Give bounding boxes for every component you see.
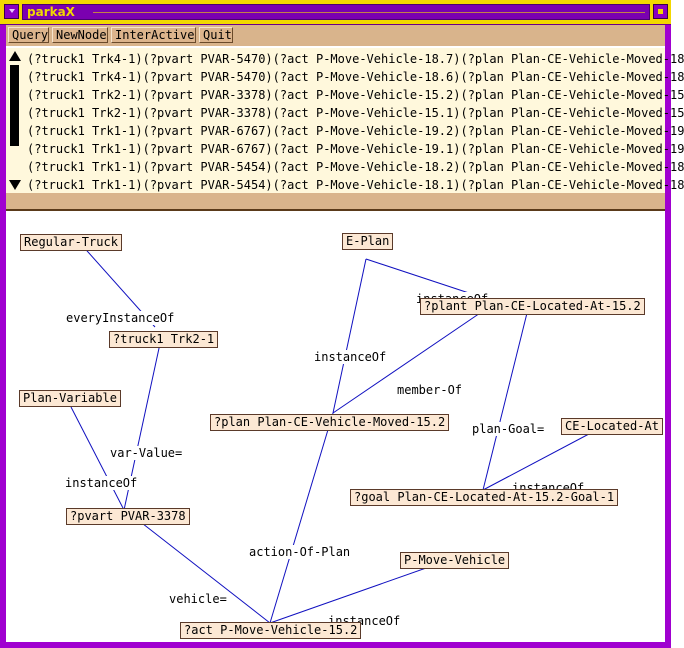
edge-label-var-value: var-Value=: [109, 446, 184, 460]
interactive-button[interactable]: InterActive: [111, 27, 196, 43]
list-item[interactable]: (?truck1 Trk4-1)(?pvart PVAR-5470)(?act …: [27, 70, 684, 84]
query-button[interactable]: Query: [8, 27, 49, 43]
list-item[interactable]: (?truck1 Trk1-1)(?pvart PVAR-6767)(?act …: [27, 142, 684, 156]
scroll-up-arrow-icon[interactable]: [9, 51, 21, 61]
list-item[interactable]: (?truck1 Trk1-1)(?pvart PVAR-5454)(?act …: [27, 178, 684, 192]
edge-plan-variable-pvart: [70, 406, 125, 511]
node-plan[interactable]: ?plan Plan-CE-Vehicle-Moved-15.2: [210, 414, 450, 431]
edge-e-plan-plan: [332, 258, 367, 414]
list-item[interactable]: (?truck1 Trk2-1)(?pvart PVAR-3378)(?act …: [27, 106, 684, 120]
edge-plant-plan: [332, 308, 487, 414]
edge-label-every-instance-of: everyInstanceOf: [65, 311, 176, 325]
pane-splitter[interactable]: [6, 193, 665, 211]
graph-edges: [70, 242, 605, 624]
list-item[interactable]: (?truck1 Trk4-1)(?pvart PVAR-5470)(?act …: [27, 52, 684, 66]
scroll-down-arrow-icon[interactable]: [9, 180, 21, 190]
edge-label-vehicle: vehicle=: [168, 592, 228, 606]
edge-label-member-of: member-Of: [396, 383, 464, 397]
window-menu-icon[interactable]: [4, 4, 19, 19]
list-item[interactable]: (?truck1 Trk1-1)(?pvart PVAR-6767)(?act …: [27, 124, 684, 138]
scroll-thumb[interactable]: [10, 65, 19, 146]
node-plant[interactable]: ?plant Plan-CE-Located-At-15.2: [420, 298, 645, 315]
edge-pvart-act: [137, 519, 271, 624]
edge-plant-goal: [482, 308, 529, 491]
edge-label-plan-goal: plan-Goal=: [471, 422, 546, 436]
node-plan-variable[interactable]: Plan-Variable: [19, 390, 121, 407]
window-title: parkaX: [27, 5, 75, 19]
node-regular-truck[interactable]: Regular-Truck: [20, 234, 122, 251]
quit-button[interactable]: Quit: [199, 27, 233, 43]
results-list[interactable]: (?truck1 Trk4-1)(?pvart PVAR-5470)(?act …: [6, 48, 684, 193]
client-area: Query NewNode InterActive Quit (?truck1 …: [6, 25, 684, 642]
node-goal[interactable]: ?goal Plan-CE-Located-At-15.2-Goal-1: [350, 489, 619, 506]
new-node-button[interactable]: NewNode: [52, 27, 108, 43]
title-rule: [93, 12, 645, 13]
edge-label-instance-of: instanceOf: [64, 476, 139, 490]
list-item[interactable]: (?truck1 Trk2-1)(?pvart PVAR-3378)(?act …: [27, 88, 684, 102]
node-act[interactable]: ?act P-Move-Vehicle-15.2: [180, 622, 362, 639]
edge-plan-act: [269, 412, 334, 624]
node-ce-located-at[interactable]: CE-Located-At: [561, 418, 663, 435]
title-bar-grip[interactable]: parkaX: [22, 4, 650, 20]
edge-label-action-of-plan: action-Of-Plan: [248, 545, 352, 559]
edge-label-instance-of: instanceOf: [313, 350, 388, 364]
list-item[interactable]: (?truck1 Trk1-1)(?pvart PVAR-5454)(?act …: [27, 160, 684, 174]
edge-ce-located-at-goal: [482, 425, 605, 491]
scrollbar[interactable]: [7, 49, 23, 192]
node-e-plan[interactable]: E-Plan: [342, 233, 394, 250]
node-pvart[interactable]: ?pvart PVAR-3378: [66, 508, 190, 525]
maximize-icon[interactable]: [653, 4, 668, 19]
result-rows: (?truck1 Trk4-1)(?pvart PVAR-5470)(?act …: [27, 50, 684, 192]
node-p-move-vehicle[interactable]: P-Move-Vehicle: [400, 552, 510, 569]
node-truck1[interactable]: ?truck1 Trk2-1: [109, 331, 219, 348]
edge-p-move-vehicle-act: [269, 560, 447, 624]
title-bar[interactable]: parkaX: [0, 0, 671, 25]
edge-e-plan-plant: [365, 258, 482, 298]
graph-canvas[interactable]: everyInstanceOf var-Value= instanceOf in…: [6, 213, 665, 642]
toolbar: Query NewNode InterActive Quit: [6, 25, 665, 46]
